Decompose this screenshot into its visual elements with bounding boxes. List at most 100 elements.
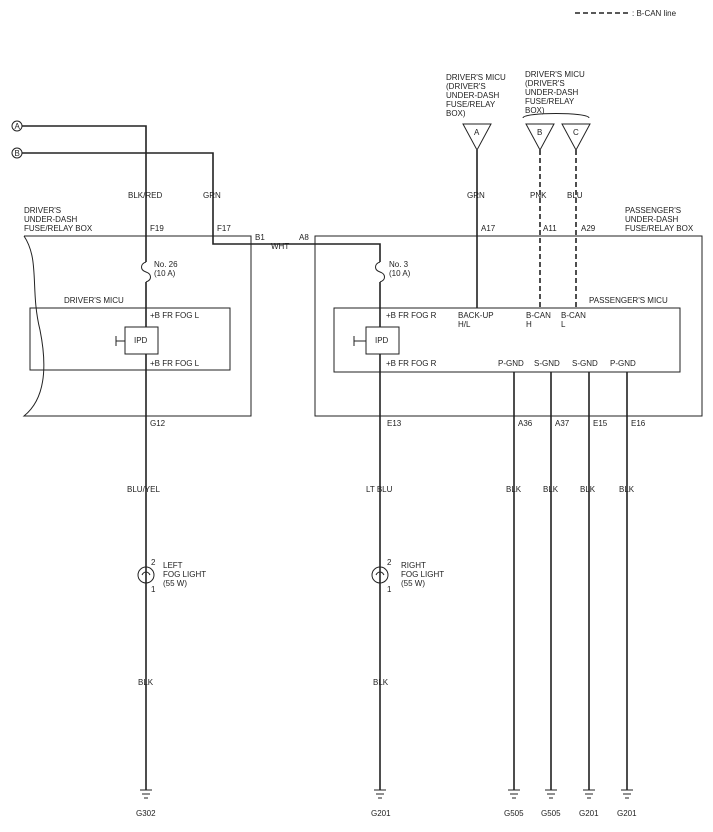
- fuse-3-symbol: [375, 261, 385, 283]
- pin-a8: A8: [299, 233, 309, 242]
- ground-g302: G302: [136, 789, 156, 818]
- driver-fog-bottom: +B FR FOG L: [150, 359, 200, 368]
- pin-a29: A29: [581, 224, 596, 233]
- input-a: A: [11, 120, 23, 132]
- connector-b-shape: [525, 123, 555, 152]
- right-fog-light: 2 1 RIGHT FOG LIGHT (55 W): [371, 558, 444, 594]
- fuse-26-symbol: [141, 261, 151, 283]
- micu-ref-bc: DRIVER'S MICU (DRIVER'S UNDER-DASH FUSE/…: [522, 70, 591, 152]
- wire-label-grn-left: GRN: [203, 191, 221, 200]
- right-fog-pin-bottom: 1: [387, 585, 392, 594]
- micu-ref-bc-line5: BOX): [525, 106, 545, 115]
- left-fog-pin-bottom: 1: [151, 585, 156, 594]
- driver-fog-top: +B FR FOG L: [150, 311, 200, 320]
- left-fog-filament: [141, 571, 151, 576]
- wire-wht: [212, 233, 381, 262]
- pin-e13: E13: [387, 419, 402, 428]
- input-a-label: A: [15, 122, 21, 131]
- left-fog-light-bulb: [137, 566, 155, 584]
- micu-ref-a-line5: BOX): [446, 109, 466, 118]
- ground-g201-c: G201: [617, 789, 637, 818]
- wire-a-blk-red: [22, 125, 147, 233]
- left-fog-line3: (55 W): [163, 579, 187, 588]
- passenger-box-title-2: UNDER-DASH: [625, 215, 679, 224]
- ground-g505-b: G505: [541, 789, 561, 818]
- ground-g505-a: G505: [504, 789, 524, 818]
- wire-label-blk-e15: BLK: [580, 485, 596, 494]
- micu-ref-bc-line3: UNDER-DASH: [525, 88, 579, 97]
- driver-ipd-label: IPD: [134, 336, 148, 345]
- ground-g505-a-label: G505: [504, 809, 524, 818]
- connector-c-label: C: [573, 128, 579, 137]
- wire-label-lt-blu: LT BLU: [366, 485, 393, 494]
- left-fog-light: 2 1 LEFT FOG LIGHT (55 W): [137, 558, 206, 594]
- input-b-label: B: [15, 149, 20, 158]
- wire-label-blk-a36: BLK: [506, 485, 522, 494]
- wire-label-wht: WHT: [271, 242, 289, 251]
- micu-ref-a: DRIVER'S MICU (DRIVER'S UNDER-DASH FUSE/…: [446, 73, 506, 152]
- connector-b-label: B: [537, 128, 542, 137]
- right-fog-line1: RIGHT: [401, 561, 426, 570]
- driver-fuse-box: DRIVER'S UNDER-DASH FUSE/RELAY BOX F19 F…: [22, 206, 265, 428]
- ground-g201-b-symbol: [583, 789, 595, 799]
- bcan-l-line1: B-CAN: [561, 311, 586, 320]
- ground-g201-a-label: G201: [371, 809, 391, 818]
- ground-g201-a-symbol: [374, 789, 386, 799]
- ground-g302-label: G302: [136, 809, 156, 818]
- wire-label-blu-yel: BLU/YEL: [127, 485, 160, 494]
- passenger-fog-top: +B FR FOG R: [386, 311, 437, 320]
- micu-ref-a-line4: FUSE/RELAY: [446, 100, 496, 109]
- passenger-micu-box: [333, 307, 681, 373]
- passenger-fuse-box: PASSENGER'S UNDER-DASH FUSE/RELAY BOX A8…: [299, 206, 703, 428]
- pin-a36: A36: [518, 419, 533, 428]
- right-fog-light-bulb: [371, 566, 389, 584]
- right-fog-line2: FOG LIGHT: [401, 570, 444, 579]
- legend: : B-CAN line: [575, 9, 677, 18]
- pgnd-2: P-GND: [610, 359, 636, 368]
- bcan-l-line2: L: [561, 320, 566, 329]
- micu-ref-bc-line4: FUSE/RELAY: [525, 97, 575, 106]
- left-fog-line1: LEFT: [163, 561, 183, 570]
- right-fog-line3: (55 W): [401, 579, 425, 588]
- wire-label-blk-e16: BLK: [619, 485, 635, 494]
- fuse-3-rating: (10 A): [389, 269, 411, 278]
- driver-box-title-3: FUSE/RELAY BOX: [24, 224, 93, 233]
- wire-label-blk-left: BLK: [138, 678, 154, 687]
- bcan-h-line1: B-CAN: [526, 311, 551, 320]
- pin-e16: E16: [631, 419, 646, 428]
- pin-f19: F19: [150, 224, 164, 233]
- pin-b1: B1: [255, 233, 265, 242]
- legend-label: : B-CAN line: [632, 9, 677, 18]
- wire-label-blk-right: BLK: [373, 678, 389, 687]
- driver-micu-box: [29, 307, 231, 371]
- sgnd-2: S-GND: [572, 359, 598, 368]
- driver-ipd-ground: [115, 336, 125, 346]
- passenger-fog-bottom: +B FR FOG R: [386, 359, 437, 368]
- ground-g201-b: G201: [579, 789, 599, 818]
- driver-micu-label: DRIVER'S MICU: [64, 296, 124, 305]
- wire-label-pnk: PNK: [530, 191, 547, 200]
- ground-g505-a-symbol: [508, 789, 520, 799]
- wire-b-grn: [22, 152, 214, 233]
- micu-ref-bc-line2: (DRIVER'S: [525, 79, 565, 88]
- wire-label-blk-a37: BLK: [543, 485, 559, 494]
- passenger-box-outline: [314, 235, 703, 417]
- bcan-h-line2: H: [526, 320, 532, 329]
- pin-f17: F17: [217, 224, 231, 233]
- ground-g201-c-label: G201: [617, 809, 637, 818]
- driver-box-title-2: UNDER-DASH: [24, 215, 78, 224]
- pgnd-1: P-GND: [498, 359, 524, 368]
- passenger-ipd-ground: [353, 336, 366, 346]
- fuse-26-rating: (10 A): [154, 269, 176, 278]
- ground-g302-symbol: [140, 789, 152, 799]
- micu-ref-bc-brace: [522, 113, 590, 119]
- ground-g505-b-symbol: [545, 789, 557, 799]
- backup-hl-line1: BACK-UP: [458, 311, 494, 320]
- micu-ref-a-line3: UNDER-DASH: [446, 91, 500, 100]
- backup-hl-line2: H/L: [458, 320, 471, 329]
- pin-a17: A17: [481, 224, 496, 233]
- sgnd-1: S-GND: [534, 359, 560, 368]
- right-fog-filament: [375, 571, 385, 576]
- wire-label-blu: BLU: [567, 191, 583, 200]
